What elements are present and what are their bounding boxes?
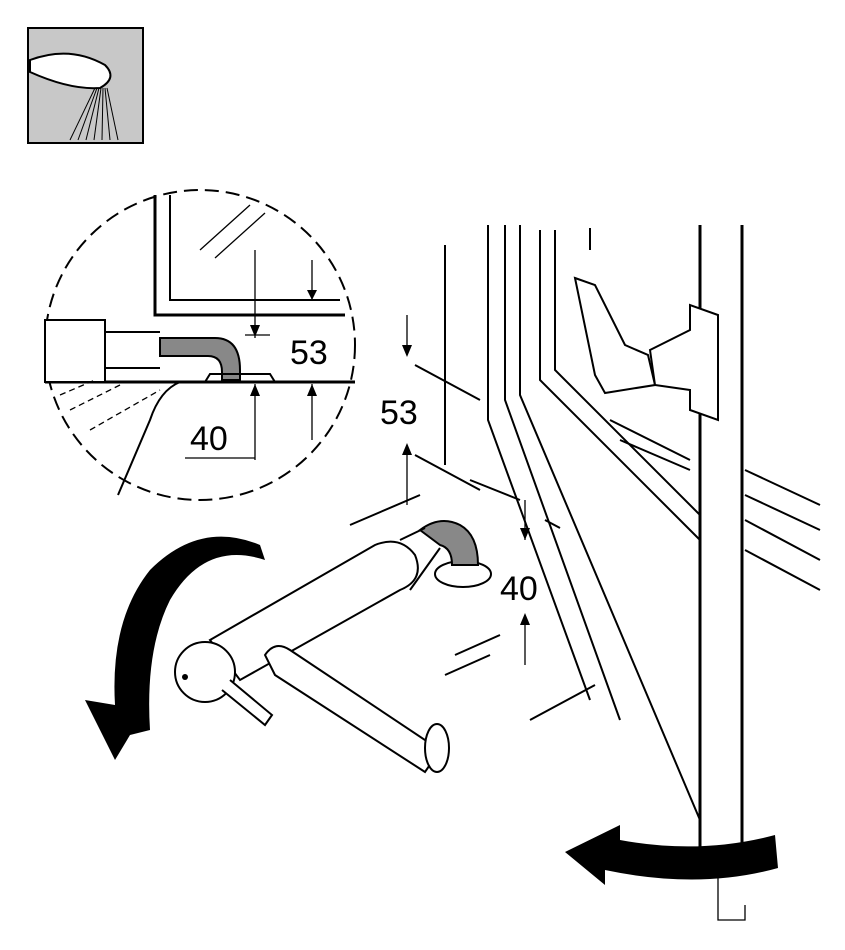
rotate-right-arrow-icon xyxy=(565,825,778,885)
detail-dimension-40: 40 xyxy=(190,420,228,458)
rotate-left-arrow-icon xyxy=(85,536,265,760)
shower-enclosure xyxy=(349,225,821,921)
detail-view: 53 40 xyxy=(44,189,356,501)
spray-mode-icon xyxy=(27,27,144,144)
main-dimensions: 53 40 xyxy=(380,315,538,665)
dimension-40: 40 xyxy=(500,570,538,608)
faucet xyxy=(174,520,492,774)
dimension-53: 53 xyxy=(380,394,418,432)
detail-dimension-53: 53 xyxy=(290,334,328,372)
